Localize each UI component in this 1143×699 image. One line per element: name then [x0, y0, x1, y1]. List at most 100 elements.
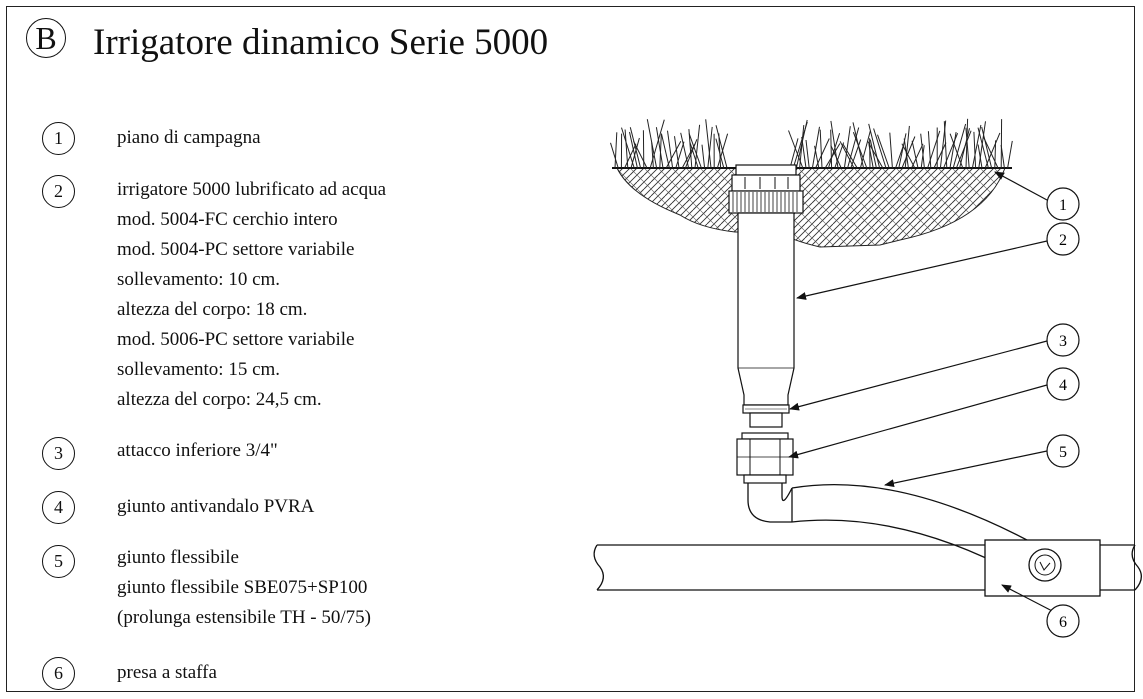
grass-blade [651, 142, 654, 169]
grass-blade [624, 129, 629, 169]
callout-5: 5 [1046, 434, 1080, 468]
grass-blade [973, 131, 977, 169]
grass-blade [674, 136, 680, 169]
grass-blade [952, 123, 967, 169]
svg-text:5: 5 [1059, 444, 1067, 461]
legend-text: sollevamento: 10 cm. [117, 269, 281, 290]
grass-blade [788, 130, 804, 169]
grass-blade [981, 126, 993, 169]
grass-blade [614, 132, 618, 169]
grass-blade [904, 125, 910, 169]
grass-blade [843, 126, 851, 169]
grass-blade [898, 133, 907, 169]
grass-blade [842, 143, 858, 169]
sprinkler-body [728, 164, 804, 428]
grass-blade [850, 139, 862, 169]
grass-blade [830, 145, 842, 169]
grass-blade [949, 132, 957, 169]
callout-3: 3 [1046, 323, 1080, 357]
legend-number: 6 [42, 657, 75, 690]
antivandal-joint [736, 432, 794, 484]
grass-blade [920, 133, 925, 169]
svg-text:2: 2 [1059, 232, 1067, 249]
legend-text: mod. 5004-FC cerchio intero [117, 209, 338, 230]
grass-blade [811, 126, 820, 169]
callout-2: 2 [1046, 222, 1080, 256]
legend-text: giunto flessibile [117, 547, 239, 568]
page-title: Irrigatore dinamico Serie 5000 [93, 22, 549, 63]
main-pipe [593, 544, 1142, 591]
legend-number: 2 [42, 175, 75, 208]
grass-blade [689, 142, 699, 169]
grass-blade [660, 133, 670, 169]
grass-blade [869, 139, 877, 169]
svg-text:1: 1 [1059, 197, 1067, 214]
grass-blade [1007, 140, 1013, 169]
legend-text: mod. 5006-PC settore variabile [117, 329, 355, 350]
legend-text: altezza del corpo: 24,5 cm. [117, 389, 322, 410]
grass-blade [933, 142, 947, 169]
saddle-tee [984, 539, 1101, 597]
grass-blade [927, 130, 941, 169]
grass-blade [655, 127, 664, 169]
grass-blade [877, 134, 890, 169]
legend-text: attacco inferiore 3/4" [117, 440, 278, 461]
grass-blade [868, 123, 881, 169]
grass-blade [965, 127, 970, 169]
grass-blade [701, 144, 706, 169]
legend-text: irrigatore 5000 lubrificato ad acqua [117, 179, 387, 200]
grass-blade [814, 145, 820, 169]
grass-blade [903, 138, 909, 169]
legend-text: giunto flessibile SBE075+SP100 [117, 577, 368, 598]
grass-blade [610, 142, 619, 169]
grass-blade [911, 140, 919, 169]
leader-lines [788, 171, 1059, 615]
grass-blade [715, 138, 725, 169]
grass-blade [621, 127, 635, 169]
legend-text: presa a staffa [117, 662, 217, 683]
grass-blade [868, 144, 874, 169]
grass-blade [789, 138, 799, 169]
grass-blade [680, 132, 690, 169]
legend-text: piano di campagna [117, 127, 261, 148]
svg-text:6: 6 [1059, 614, 1067, 631]
grass-blade [873, 128, 887, 169]
grass-blade [688, 133, 702, 169]
grass-blade [927, 131, 932, 169]
grass-blade [984, 132, 1001, 169]
callout-6: 6 [1046, 604, 1080, 638]
legend-text: giunto antivandalo PVRA [117, 496, 315, 517]
grass-blade [675, 141, 685, 169]
grass [610, 118, 1013, 169]
grass-blade [629, 127, 642, 169]
soil-section [612, 167, 1012, 248]
section-letter-badge: B [26, 18, 66, 58]
grass-blade [830, 120, 839, 169]
svg-text:3: 3 [1059, 333, 1067, 350]
grass-blade [983, 136, 999, 169]
legend-text: sollevamento: 15 cm. [117, 359, 281, 380]
grass-blade [834, 142, 845, 169]
grass-blade [646, 119, 658, 169]
grass-blade [707, 126, 713, 169]
grass-blade [943, 121, 948, 169]
grass-blade [895, 145, 904, 169]
svg-text:4: 4 [1059, 377, 1067, 394]
legend-number: 5 [42, 545, 75, 578]
grass-blade [889, 132, 893, 169]
grass-blade [901, 143, 916, 169]
grass-blade [959, 128, 970, 169]
grass-blade [867, 141, 884, 169]
grass-blade [847, 127, 860, 169]
legend-number: 4 [42, 491, 75, 524]
legend-text: (prolunga estensibile TH - 50/75) [117, 607, 371, 628]
legend-number: 1 [42, 122, 75, 155]
grass-blade [819, 129, 823, 169]
grass-blade [715, 125, 728, 169]
legend-number: 3 [42, 437, 75, 470]
grass-blade [911, 143, 924, 169]
grass-blade [633, 140, 648, 169]
grass-blade [994, 140, 997, 169]
legend-text: mod. 5004-PC settore variabile [117, 239, 355, 260]
